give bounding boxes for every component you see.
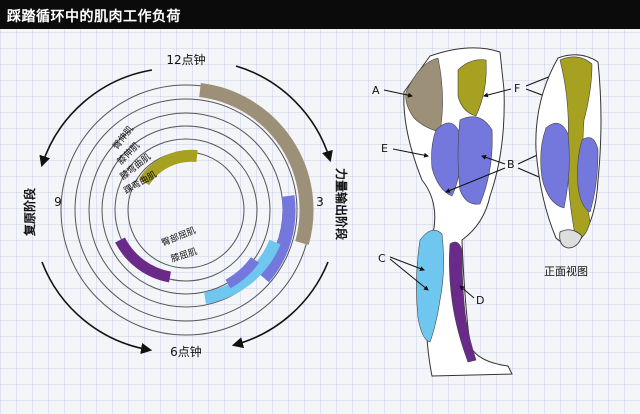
muscle-e-hamstring xyxy=(431,122,462,197)
band-hip-flexors xyxy=(138,149,198,186)
pedal-cycle-diagram: 臀伸肌 膝伸肌 膝弯曲肌 踝弯曲肌 臀部屈肌 膝屈肌 12点钟 6点钟 3 9 … xyxy=(22,52,349,359)
muscle-c-calf xyxy=(416,229,444,343)
muscle-d-shin xyxy=(449,241,477,363)
pointer-a xyxy=(383,89,413,98)
muscle-label-c: C xyxy=(378,252,386,265)
leg-side-view: A E C D B F xyxy=(372,47,561,377)
cycle-arrow-bottom-right xyxy=(231,261,329,349)
pointer-b-1 xyxy=(481,154,506,165)
cycle-arrow-bottom-left xyxy=(41,261,153,355)
muscle-label-a: A xyxy=(372,84,380,97)
band-ankle-flexors xyxy=(225,256,260,289)
pointer-f-1 xyxy=(483,88,512,98)
power-phase-label: 力量输出阶段 xyxy=(334,168,349,241)
band-hip-extensors xyxy=(199,83,314,245)
clock-left-number: 9 xyxy=(54,195,62,209)
ring-5 xyxy=(114,138,258,282)
muscle-f-side xyxy=(457,59,487,117)
band-knee-flexors-2 xyxy=(115,237,172,283)
muscle-b-quad xyxy=(457,116,493,205)
pointer-d xyxy=(459,285,475,299)
band-knee-flexors xyxy=(203,239,281,304)
thigh-front-view: 正面视图 xyxy=(535,54,602,278)
muscle-label-d: D xyxy=(476,294,484,307)
pointer-c-2 xyxy=(389,258,429,291)
muscle-label-f: F xyxy=(514,82,520,95)
ring-label-hip-flexors: 臀部屈肌 xyxy=(160,224,198,249)
pointer-c-1 xyxy=(389,256,425,271)
cycle-arrow-top-left xyxy=(39,69,153,168)
front-quad-right xyxy=(577,137,599,213)
ring-label-knee-flexors-2: 膝屈肌 xyxy=(169,245,198,265)
pointer-e xyxy=(392,148,429,158)
page-title: 踩踏循环中的肌肉工作负荷 xyxy=(7,9,181,25)
muscle-label-b: B xyxy=(507,158,515,171)
front-knee xyxy=(559,229,583,249)
clock-right-number: 3 xyxy=(316,195,324,209)
title-bar: 踩踏循环中的肌肉工作负荷 xyxy=(0,0,640,29)
clock-top-label: 12点钟 xyxy=(166,52,205,67)
ring-2 xyxy=(74,98,298,322)
band-knee-extensors xyxy=(258,195,296,283)
front-quad-left xyxy=(540,122,570,209)
muscle-label-e: E xyxy=(381,142,388,155)
ring-4 xyxy=(101,125,271,295)
clock-bottom-label: 6点钟 xyxy=(170,344,202,359)
front-view-label: 正面视图 xyxy=(544,264,588,278)
cycle-arrow-top-right xyxy=(235,65,333,163)
recovery-phase-label: 复原阶段 xyxy=(22,187,37,237)
pointer-b-2 xyxy=(445,167,506,193)
